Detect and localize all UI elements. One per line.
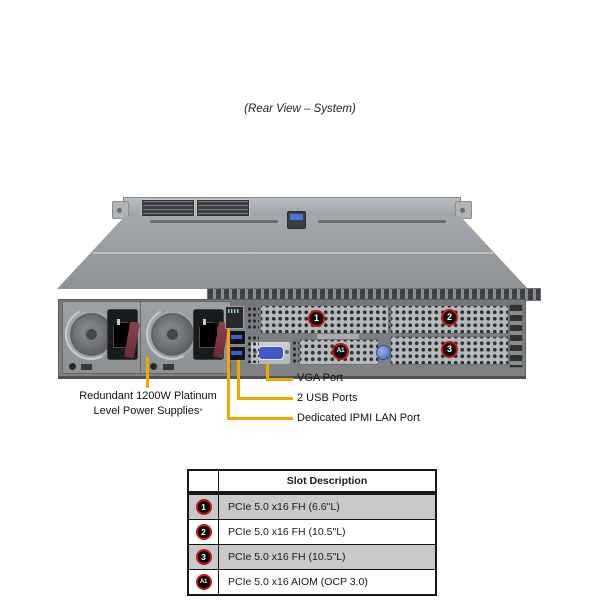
- slot1-callout-badge: 1: [308, 310, 325, 327]
- fan-hub-icon: [84, 327, 99, 342]
- psu-fan-icon: [139, 301, 205, 367]
- slot-description: PCIe 5.0 x16 FH (10.5"L): [228, 526, 346, 538]
- slot1-badge-icon: 1: [195, 499, 212, 515]
- slot-description: PCIe 5.0 x16 FH (10.5"L): [228, 551, 346, 563]
- table-header-label: Slot Description: [286, 475, 368, 487]
- ipmi-leader-line-v: [227, 329, 230, 420]
- top-vent-grille-left: [142, 200, 194, 216]
- rj45-pins-icon: [228, 309, 240, 313]
- slot2-callout-badge: 2: [441, 309, 458, 326]
- inlet-pin-icon: [203, 319, 206, 325]
- slot2-badge-icon: 2: [195, 524, 212, 540]
- psu-screw-icon: [150, 363, 157, 370]
- screw-hole-icon: [460, 208, 465, 213]
- table-row: 3 PCIe 5.0 x16 FH (10.5"L): [189, 544, 435, 569]
- usb-ports-label: 2 USB Ports: [297, 392, 358, 404]
- vga-screw-icon: [284, 350, 289, 354]
- psu-label-asterisk: *: [199, 407, 203, 416]
- slot3-callout-badge: 3: [441, 341, 458, 358]
- usb-leader-line-h: [237, 397, 293, 400]
- rack-ear-left: [112, 201, 129, 219]
- aiom-callout-badge: A1: [332, 343, 349, 360]
- vent-holes: [247, 306, 259, 331]
- slot-description: PCIe 5.0 x16 AIOM (OCP 3.0): [228, 576, 368, 588]
- row-badge-cell: 3: [189, 545, 219, 569]
- table-row: A1 PCIe 5.0 x16 AIOM (OCP 3.0): [189, 569, 435, 594]
- usb-leader-line-v: [237, 360, 240, 400]
- latch-button-icon: [290, 214, 303, 220]
- psu-screw-icon: [69, 363, 76, 370]
- vga-port-label: VGA Port: [297, 372, 343, 384]
- lid-vent-slot-left: [150, 220, 278, 223]
- vent-holes: [292, 340, 301, 364]
- top-vent-grille-right: [197, 200, 249, 216]
- power-supply-module-1: [58, 301, 141, 374]
- psu-label-line1: Redundant 1200W Platinum: [79, 390, 217, 402]
- ipmi-lan-port: [225, 306, 244, 329]
- vga-dsub-icon: [258, 346, 284, 360]
- rack-ear-right: [455, 201, 472, 219]
- row-badge-cell: 2: [189, 520, 219, 544]
- psu-label-line2: Level Power Supplies: [93, 405, 200, 417]
- slot3-badge-icon: 3: [195, 549, 212, 565]
- inlet-pin-icon: [117, 319, 120, 325]
- usb-tongue-icon: [231, 351, 242, 355]
- screw-hole-icon: [117, 208, 122, 213]
- lid-release-latch: [287, 211, 306, 229]
- row-badge-cell: A1: [189, 570, 219, 594]
- vent-holes: [247, 335, 259, 363]
- vga-leader-line-h: [266, 378, 293, 381]
- power-supply-module-2: [139, 301, 231, 374]
- slot-description-table: Slot Description 1 PCIe 5.0 x16 FH (6.6"…: [187, 469, 437, 596]
- table-corner-cell: [189, 471, 219, 491]
- table-row: 2 PCIe 5.0 x16 FH (10.5"L): [189, 519, 435, 544]
- ipmi-leader-line-h: [227, 417, 293, 420]
- table-header-row: Slot Description: [189, 471, 435, 491]
- slot-description: PCIe 5.0 x16 FH (6.6"L): [228, 501, 340, 513]
- ac-power-inlet-2: [193, 309, 224, 360]
- edge-vent-column: [509, 304, 523, 368]
- figure-title: (Rear View – System): [244, 103, 356, 115]
- fan-hub-icon: [165, 327, 180, 342]
- table-row: 1 PCIe 5.0 x16 FH (6.6"L): [189, 494, 435, 519]
- vga-leader-line-v: [266, 364, 269, 381]
- table-header-separator: [189, 491, 435, 494]
- psu-label: Redundant 1200W Platinum Level Power Sup…: [58, 389, 238, 419]
- usb-tongue-icon: [231, 335, 242, 339]
- blue-thumbscrew-icon: [376, 345, 391, 360]
- psu-connector-icon: [163, 364, 174, 370]
- lid-vent-slot-right: [318, 220, 446, 223]
- psu-connector-icon: [81, 364, 92, 370]
- psu-leader-line: [146, 357, 149, 388]
- lid-seam-line: [93, 252, 493, 254]
- ipmi-lan-label: Dedicated IPMI LAN Port: [297, 412, 420, 424]
- aiom-badge-icon: A1: [195, 574, 212, 590]
- row-badge-cell: 1: [189, 495, 219, 519]
